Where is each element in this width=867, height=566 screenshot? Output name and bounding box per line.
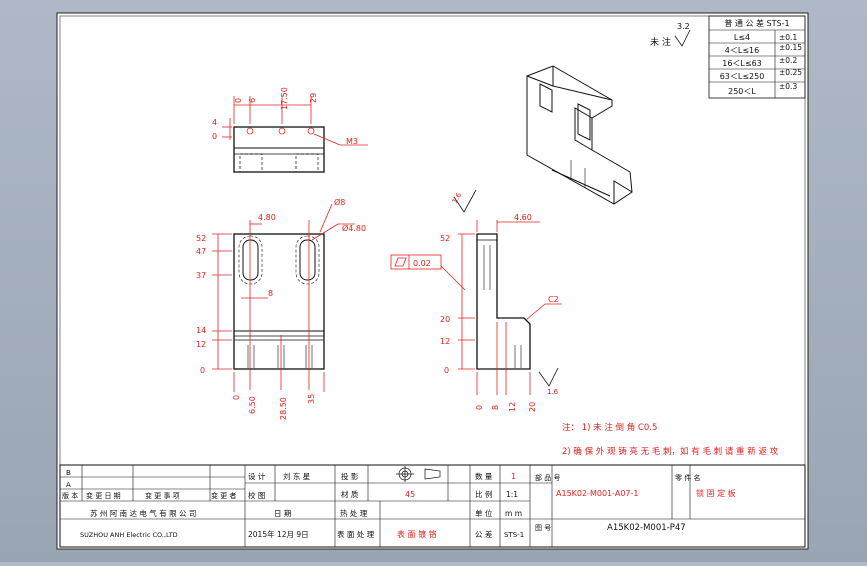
roughness-value: 3.2 (677, 22, 690, 31)
unit-value: m m (505, 509, 522, 518)
company-en: SUZHOU ANH Electric CO.,LTD (80, 531, 178, 539)
rev-header-item: 变 更 事 项 (145, 491, 180, 500)
tol-range-4: 250＜L (728, 87, 756, 96)
rev-header-version: 版 本 (62, 491, 78, 500)
front-dim-v-37: 37 (196, 271, 206, 280)
std-label: 公 差 (475, 529, 493, 539)
rev-a: A (66, 481, 71, 489)
roughness-symbol: 未 注 3.2 (650, 22, 691, 48)
tolerance-header: 普 通 公 差 STS-1 (724, 18, 789, 28)
tol-range-0: L≤4 (734, 33, 750, 42)
tol-range-3: 63＜L≤250 (720, 72, 765, 81)
side-view: 1.6 4.60 0.02 C2 1.6 52 20 12 0 0 8 12 2… (390, 189, 562, 412)
qty-label: 数 量 (475, 471, 493, 481)
heat-label: 热 处 理 (340, 508, 368, 518)
front-dim-h-2850: 28.50 (279, 397, 288, 420)
front-dim-h-0: 0 (232, 395, 241, 400)
part-name-label: 零 件 名 (675, 473, 700, 482)
front-dim-v-14: 14 (196, 326, 206, 335)
projection-label: 投 影 (341, 471, 359, 481)
top-dim-2: 17.50 (280, 87, 289, 110)
tol-value-0: ±0.1 (779, 33, 797, 42)
front-hole-dia: Ø8 (334, 197, 345, 207)
thread-callout: M3 (346, 137, 358, 146)
front-dim-h-35: 35 (307, 394, 316, 404)
title-block: B A 版 本 变 更 日 期 变 更 事 项 变 更 者 设 计 刘 东 星 … (59, 464, 806, 548)
tol-value-3: ±0.25 (779, 68, 802, 77)
side-dim-h-20: 20 (528, 402, 537, 412)
scale-label: 比 例 (475, 489, 492, 499)
front-dim-v-52: 52 (196, 234, 206, 243)
front-dim-v-47: 47 (196, 247, 206, 256)
part-name-value: 锁 固 定 板 (696, 488, 736, 498)
tolerance-table: 普 通 公 差 STS-1 L≤4 ±0.1 4＜L≤16 ±0.15 16＜L… (708, 15, 806, 99)
company-cn: 苏 州 阿 南 达 电 气 有 限 公 司 (90, 508, 196, 518)
tol-range-2: 16＜L≤63 (722, 59, 762, 68)
side-dim-v-12: 12 (440, 337, 450, 346)
tol-value-1: ±0.15 (779, 43, 802, 52)
scale-value: 1:1 (506, 490, 518, 499)
top-dim-0: 0 (234, 98, 243, 103)
chamfer-callout: C2 (548, 295, 559, 304)
tol-value-4: ±0.3 (779, 82, 797, 91)
front-dim-v-0: 0 (200, 366, 205, 375)
drawing-no-value: A15K02-M001-P47 (607, 523, 686, 533)
side-dim-v-20: 20 (440, 315, 450, 324)
surface-label: 表 面 处 理 (337, 529, 375, 539)
front-dim-h-650: 6.50 (248, 396, 257, 414)
side-dim-v-0: 0 (444, 366, 449, 375)
front-hole-dia-2: Ø4.80 (342, 223, 366, 233)
designer-name: 刘 东 星 (283, 471, 311, 481)
top-dim-3: 29 (309, 93, 318, 103)
material-value: 45 (405, 490, 415, 499)
front-inner-dim: 8 (268, 289, 273, 298)
part-no-label: 部 品 号 (535, 473, 560, 482)
top-dim-v-0: 4 (212, 118, 217, 127)
side-dim-v-52: 52 (440, 234, 450, 243)
material-label: 材 质 (341, 489, 359, 499)
front-view: 4.80 Ø8 Ø4.80 8 52 47 37 14 12 0 0 6.50 … (196, 197, 366, 420)
design-label: 设 计 (248, 471, 266, 481)
side-roughness-2: 1.6 (547, 388, 559, 396)
rev-header-author: 变 更 者 (211, 491, 236, 500)
side-thick-dim: 4.60 (514, 213, 532, 222)
rev-b: B (66, 469, 71, 477)
sheet-border (56, 12, 809, 550)
top-dim-1: 6 (248, 98, 257, 103)
note-line-2: 2) 确 保 外 观 铸 亮 无 毛 刺，如 有 毛 刺 请 重 新 返 攻 (562, 446, 779, 457)
std-value: STS-1 (504, 531, 524, 539)
unit-label: 单 位 (475, 508, 493, 518)
front-width-dim: 4.80 (258, 213, 276, 222)
date-label: 日 期 (274, 509, 291, 518)
rev-header-date: 变 更 日 期 (86, 491, 121, 500)
projection-symbol (396, 466, 441, 482)
front-dim-v-12: 12 (196, 340, 206, 349)
top-dim-v-1: 0 (212, 132, 217, 141)
roughness-label: 未 注 (650, 36, 671, 48)
side-dim-h-8: 8 (491, 405, 500, 410)
top-view: 0 6 17.50 29 4 0 M3 (212, 87, 368, 173)
date-value: 2015年 12月 9日 (248, 529, 309, 539)
drawing-no-label: 图 号 (535, 524, 551, 532)
part-no-value: A15K02-M001-A07-1 (556, 489, 638, 498)
surface-value: 表 面 镀 铬 (397, 529, 437, 539)
isometric-view (526, 65, 633, 205)
tol-value-2: ±0.2 (779, 56, 797, 65)
flatness-symbol (394, 257, 407, 267)
side-dim-h-0: 0 (475, 405, 484, 410)
check-label: 校 图 (248, 490, 265, 500)
flatness-value: 0.02 (413, 259, 431, 268)
tol-range-1: 4＜L≤16 (725, 46, 759, 55)
qty-value: 1 (511, 472, 516, 481)
side-dim-h-12: 12 (508, 402, 517, 412)
note-line-1: 注： 1) 未 注 倒 角 C0.5 (562, 422, 657, 433)
